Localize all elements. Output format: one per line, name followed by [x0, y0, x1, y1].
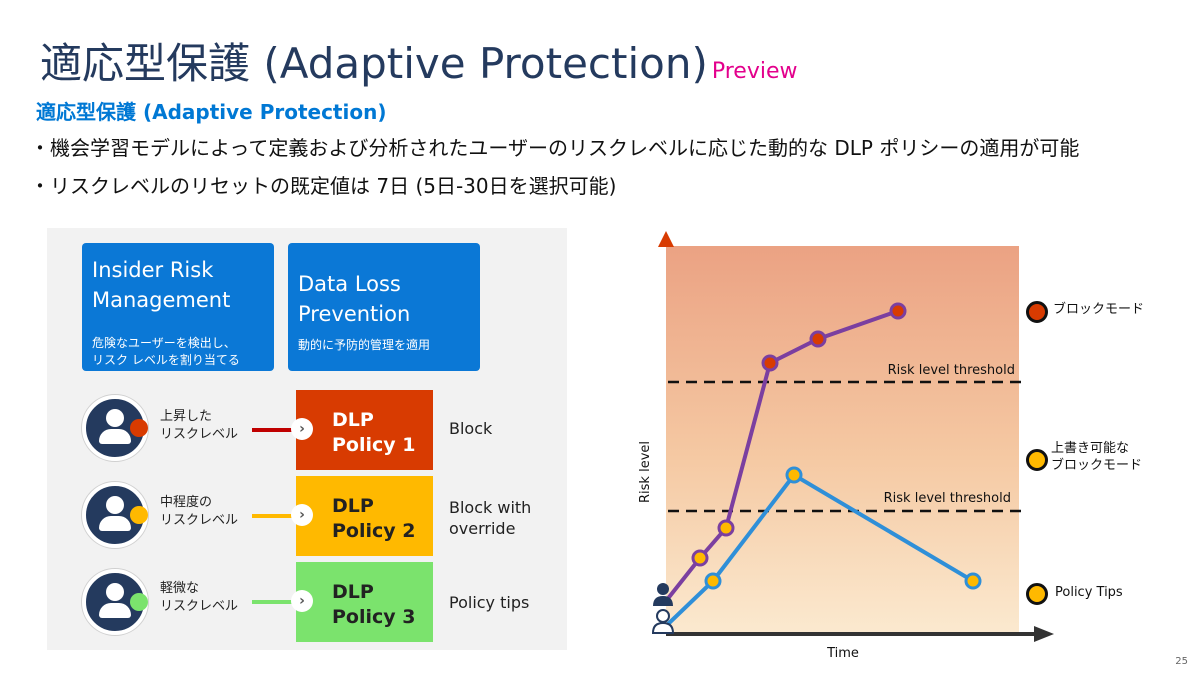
dlp-policy-1-label: DLP Policy 1 — [332, 409, 416, 456]
point-low-3 — [964, 572, 982, 590]
action-block-with-override: Block with override — [449, 498, 532, 538]
legend-label-policy-tips: Policy Tips — [1055, 585, 1123, 600]
risk-label-moderate: 中程度の リスクレベル — [160, 495, 239, 528]
protection-diagram-panel: Insider Risk Management 危険なユーザーを検出し、 リスク… — [47, 228, 567, 650]
section-subtitle: 適応型保護 (Adaptive Protection) — [36, 100, 387, 124]
dlp-policy-2-box: › DLP Policy 2 — [291, 476, 433, 556]
chevron-right-icon: › — [291, 590, 313, 612]
dlp-box: Data Loss Prevention 動的に予防的管理を適用 — [288, 243, 480, 371]
user-avatar-low — [82, 569, 148, 635]
x-axis-label: Time — [826, 646, 859, 661]
user-icon-light — [651, 609, 675, 634]
point-high-2 — [717, 519, 735, 537]
risk-dot-yellow — [130, 506, 148, 524]
dlp-title: Data Loss Prevention — [298, 272, 411, 326]
dlp-description: 動的に予防的管理を適用 — [298, 338, 431, 352]
bullet-1: ・機会学習モデルによって定義および分析されたユーザーのリスクレベルに応じた動的な… — [30, 136, 1080, 160]
connector-green — [252, 600, 296, 604]
risk-dot-red — [130, 419, 148, 437]
point-high-5 — [889, 302, 907, 320]
user-icon-dark — [653, 583, 673, 606]
page-title: 適応型保護 (Adaptive Protection)Preview — [40, 39, 798, 88]
low-risk-user-line — [664, 472, 975, 628]
legend-dot-block — [1026, 301, 1048, 323]
action-block: Block — [449, 419, 493, 438]
irm-title: Insider Risk Management — [92, 258, 231, 312]
risk-dot-green — [130, 593, 148, 611]
dlp-policy-3-label: DLP Policy 3 — [332, 581, 416, 628]
threshold-label-high: Risk level threshold — [888, 363, 1015, 378]
point-high-1 — [691, 549, 709, 567]
dlp-policy-1-box: › DLP Policy 1 — [291, 390, 433, 470]
connector-red — [252, 428, 296, 432]
y-axis-arrow-icon — [658, 231, 674, 247]
legend-dot-policy-tips — [1026, 583, 1048, 605]
high-risk-user-line — [664, 309, 899, 603]
point-high-4 — [809, 330, 827, 348]
page-number: 25 — [1175, 656, 1188, 667]
legend-label-block: ブロックモード — [1053, 302, 1145, 317]
dlp-policy-3-box: › DLP Policy 3 — [291, 562, 433, 642]
bullet-2: ・リスクレベルのリセットの既定値は 7日 (5日-30日を選択可能) — [30, 174, 617, 198]
x-axis-arrow-icon — [1034, 626, 1054, 642]
legend-dot-override — [1026, 449, 1048, 471]
point-low-1 — [704, 572, 722, 590]
irm-box: Insider Risk Management 危険なユーザーを検出し、 リスク… — [82, 243, 274, 371]
action-policy-tips: Policy tips — [449, 593, 530, 612]
y-axis-label: Risk level — [638, 441, 653, 503]
irm-description: 危険なユーザーを検出し、 リスク レベルを割り当てる — [92, 336, 240, 367]
chevron-right-icon: › — [291, 504, 313, 526]
risk-label-low: 軽微な リスクレベル — [160, 581, 239, 614]
legend-label-override: 上書き可能な ブロックモード — [1051, 441, 1143, 473]
point-low-2 — [785, 466, 803, 484]
risk-label-elevated: 上昇した リスクレベル — [160, 409, 239, 442]
threshold-label-low: Risk level threshold — [884, 491, 1011, 506]
user-avatar-moderate — [82, 482, 148, 548]
chevron-right-icon: › — [291, 418, 313, 440]
connector-yellow — [252, 514, 296, 518]
preview-badge: Preview — [711, 59, 798, 84]
user-avatar-elevated — [82, 395, 148, 461]
point-high-3 — [761, 354, 779, 372]
dlp-policy-2-label: DLP Policy 2 — [332, 495, 416, 542]
